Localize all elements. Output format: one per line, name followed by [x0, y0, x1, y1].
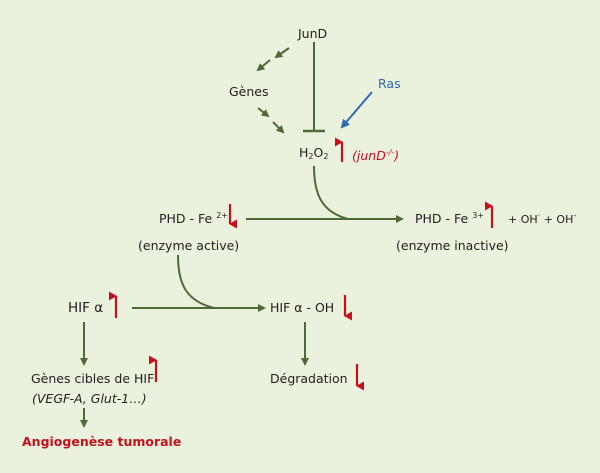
- target-genes-label: Gènes cibles de HIF: [31, 371, 155, 386]
- jund-to-genes-dash2: [256, 59, 271, 72]
- h2o2-input-curve: [313, 165, 349, 220]
- jund-knockout-label: (junD-/-): [352, 148, 400, 163]
- jund-label: JunD: [298, 26, 328, 41]
- phd-fe3-label: PHD - Fe 3+: [415, 211, 484, 226]
- target-examples-label: (VEGF-A, Glut-1…): [32, 391, 147, 406]
- angiogenesis-label: Angiogenèse tumorale: [22, 434, 182, 449]
- genes-to-h2o2-dash2: [272, 121, 285, 134]
- enzyme-active-label: (enzyme active): [138, 238, 240, 253]
- phd-input-curve: [177, 254, 215, 309]
- degradation-label: Dégradation: [270, 371, 348, 386]
- oh-products-label: + OH· + OH-: [508, 211, 577, 226]
- ras-label: Ras: [378, 76, 401, 91]
- h2o2-label: H2O2: [299, 145, 329, 161]
- phd-fe2-label: PHD - Fe 2+: [159, 211, 228, 226]
- genes-to-h2o2-dash1: [257, 107, 270, 118]
- genes-label: Gènes: [229, 84, 269, 99]
- hif-alpha-oh-label: HIF α - OH: [270, 300, 335, 315]
- ras-to-h2o2-arrow: [340, 91, 373, 129]
- jund-to-genes-dash1: [274, 47, 290, 59]
- hif-alpha-label: HIF α: [68, 300, 104, 316]
- enzyme-inactive-label: (enzyme inactive): [396, 238, 509, 253]
